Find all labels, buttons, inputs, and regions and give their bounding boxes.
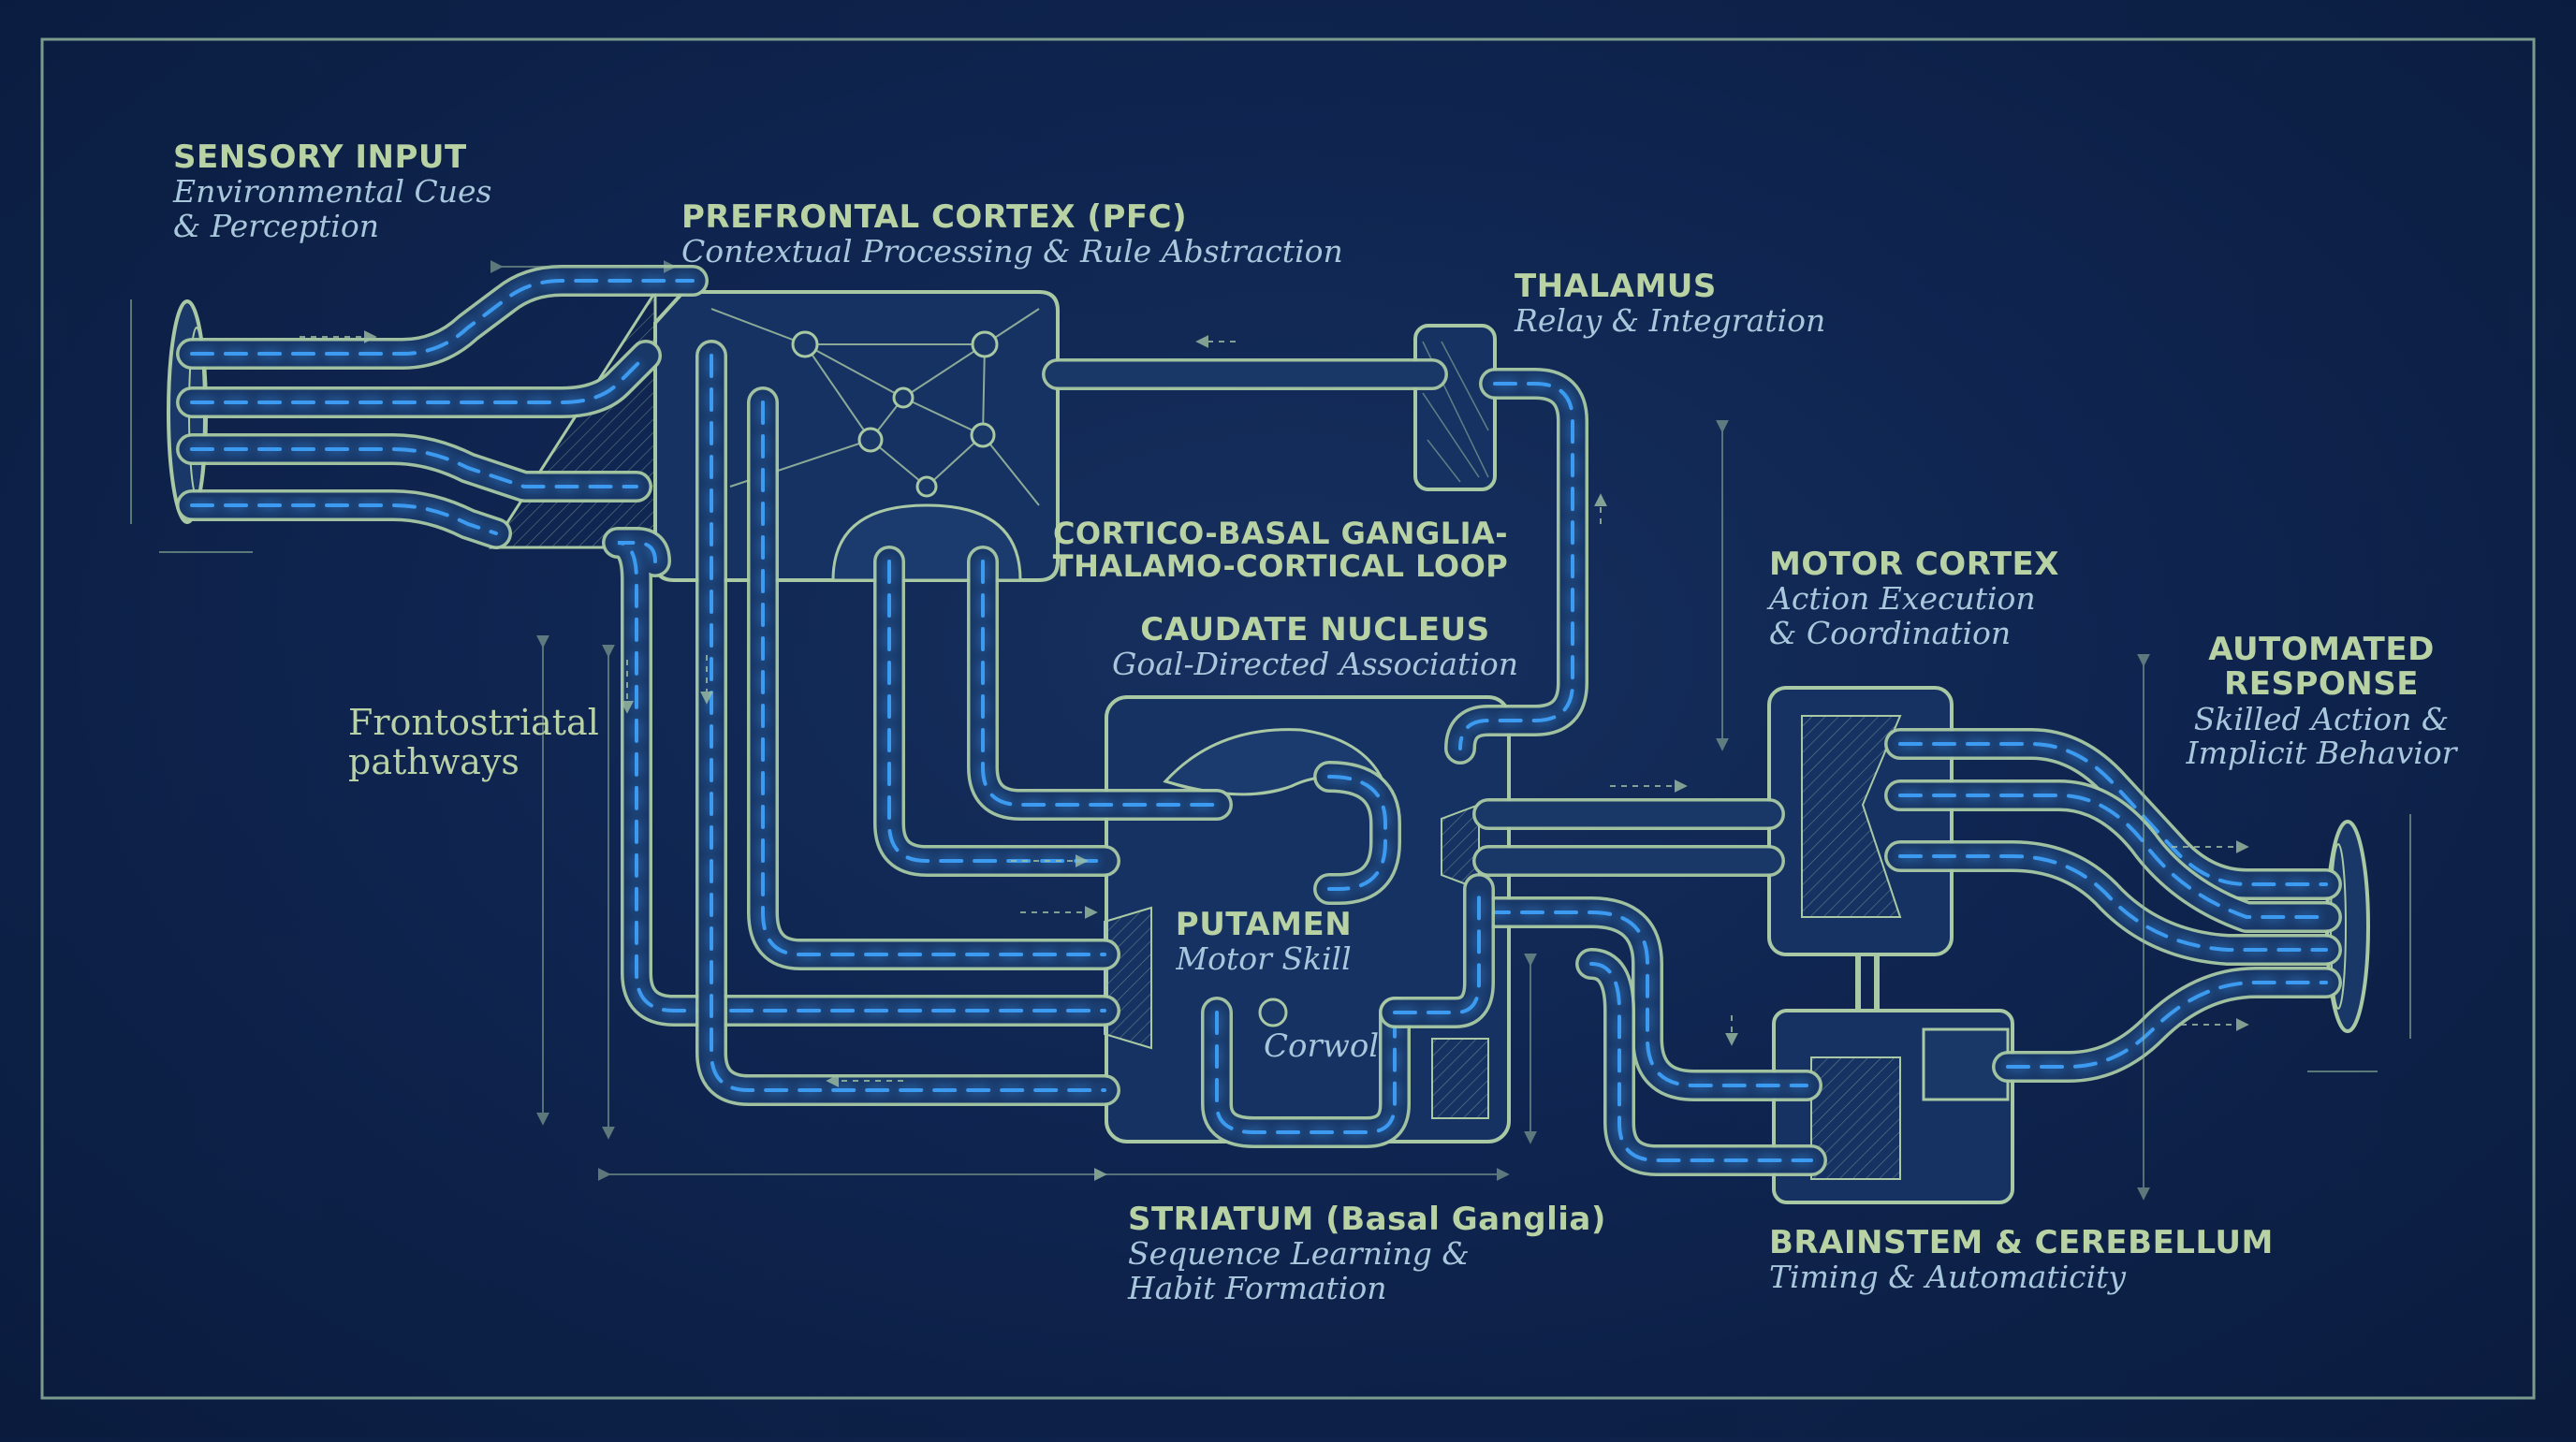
- automated-title-2: RESPONSE: [2224, 665, 2419, 704]
- pfc-label: PREFRONTAL CORTEX (PFC) Contextual Proce…: [681, 198, 1343, 270]
- putamen-label: PUTAMEN Motor Skill: [1161, 906, 1367, 978]
- motor-sub-2: & Coordination: [1769, 614, 2012, 651]
- sensory-label: SENSORY INPUT Environmental Cues & Perce…: [173, 138, 492, 244]
- caudate-title: CAUDATE NUCLEUS: [1140, 611, 1490, 648]
- putamen-subtitle: Motor Skill: [1176, 940, 1352, 978]
- brainstem-block: [1772, 954, 2014, 1204]
- sensory-title: SENSORY INPUT: [173, 138, 467, 176]
- brainstem-title: BRAINSTEM & CEREBELLUM: [1769, 1224, 2274, 1261]
- motor-label: MOTOR CORTEX Action Execution & Coordina…: [1769, 546, 2059, 651]
- thalamus-title: THALAMUS: [1515, 268, 1717, 305]
- brainstem-subtitle: Timing & Automaticity: [1769, 1259, 2127, 1296]
- striatum-label: STRIATUM (Basal Ganglia) Sequence Learni…: [1128, 1202, 1606, 1305]
- motor-sub-1: Action Execution: [1769, 580, 2036, 618]
- automated-sub-2: Implicit Behavior: [2186, 735, 2457, 772]
- motor-title: MOTOR CORTEX: [1769, 546, 2059, 583]
- thalamus-block: [1413, 324, 1497, 491]
- frontostriatal-label: Frontostriatal pathways: [348, 702, 599, 782]
- frontostriatal-line-2: pathways: [348, 740, 520, 782]
- caudate-label: CAUDATE NUCLEUS Goal-Directed Associatio…: [1105, 611, 1526, 683]
- sensory-sub-2: & Perception: [173, 207, 379, 244]
- pfc-subtitle: Contextual Processing & Rule Abstraction: [681, 233, 1343, 270]
- striatum-sub-2: Habit Formation: [1128, 1269, 1387, 1306]
- caudate-subtitle: Goal-Directed Association: [1111, 646, 1519, 683]
- striatum-title: STRIATUM (Basal Ganglia): [1128, 1201, 1606, 1238]
- automated-title-1: AUTOMATED: [2208, 631, 2435, 668]
- motor-cortex-block: [1767, 686, 1954, 956]
- frontostriatal-line-1: Frontostriatal: [348, 702, 599, 743]
- thalamus-label: THALAMUS Relay & Integration: [1515, 269, 1825, 339]
- striatum-sub-1: Sequence Learning &: [1128, 1235, 1470, 1273]
- pathway-pipes: [176, 265, 2342, 1176]
- thalamus-subtitle: Relay & Integration: [1515, 302, 1826, 340]
- loop-line-1: CORTICO-BASAL GANGLIA-: [1052, 516, 1509, 551]
- brainstem-label: BRAINSTEM & CEREBELLUM Timing & Automati…: [1769, 1224, 2274, 1296]
- loop-line-2: THALAMO-CORTICAL LOOP: [1052, 548, 1509, 585]
- pfc-title: PREFRONTAL CORTEX (PFC): [681, 198, 1188, 236]
- automated-label: AUTOMATED RESPONSE Skilled Action & Impl…: [2181, 631, 2462, 772]
- loop-label: CORTICO-BASAL GANGLIA- THALAMO-CORTICAL …: [1037, 517, 1524, 583]
- dimension-lines: [490, 260, 2150, 1201]
- automated-sub-1: Skilled Action &: [2193, 700, 2450, 737]
- blueprint-frame: [40, 37, 2536, 1400]
- sensory-sub-1: Environmental Cues: [173, 173, 492, 211]
- control-valve-label: Corwol: [1264, 1027, 1380, 1065]
- flow-arrows: [300, 330, 2249, 1087]
- putamen-title: PUTAMEN: [1175, 906, 1353, 943]
